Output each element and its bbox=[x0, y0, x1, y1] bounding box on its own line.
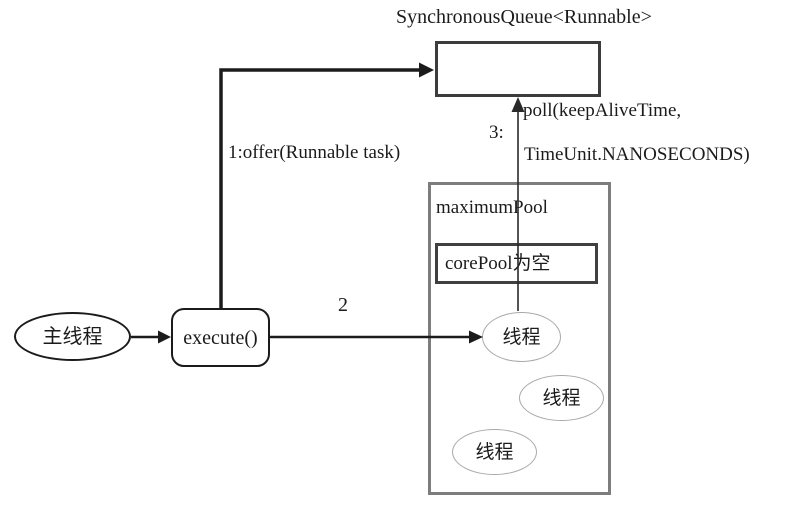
synchronous-queue-box bbox=[435, 41, 601, 97]
offer-edge-label: 1:offer(Runnable task) bbox=[228, 142, 401, 163]
queue-title: SynchronousQueue<Runnable> bbox=[396, 6, 652, 28]
thread-node-3: 线程 bbox=[452, 429, 537, 475]
core-pool-box: corePool为空 bbox=[435, 243, 598, 284]
step2-edge-label: 2 bbox=[338, 294, 348, 316]
execute-node: execute() bbox=[171, 308, 270, 367]
core-pool-label: corePool为空 bbox=[445, 253, 551, 274]
step3-edge-label: 3: bbox=[489, 122, 504, 143]
thread-label-1: 线程 bbox=[502, 326, 541, 348]
main-thread-node: 主线程 bbox=[14, 312, 131, 361]
thread-node-2: 线程 bbox=[519, 375, 604, 421]
poll-edge-label-line2: TimeUnit.NANOSECONDS) bbox=[524, 144, 750, 165]
execute-label: execute() bbox=[183, 326, 258, 349]
poll-edge-label-line1: poll(keepAliveTime, bbox=[523, 100, 682, 121]
thread-label-3: 线程 bbox=[475, 441, 514, 463]
thread-label-2: 线程 bbox=[542, 387, 581, 409]
main-thread-label: 主线程 bbox=[42, 325, 103, 348]
thread-node-1: 线程 bbox=[482, 312, 561, 362]
offer-arrow bbox=[219, 62, 434, 309]
maximum-pool-label: maximumPool bbox=[436, 197, 548, 218]
main-to-execute-arrow bbox=[131, 330, 171, 344]
